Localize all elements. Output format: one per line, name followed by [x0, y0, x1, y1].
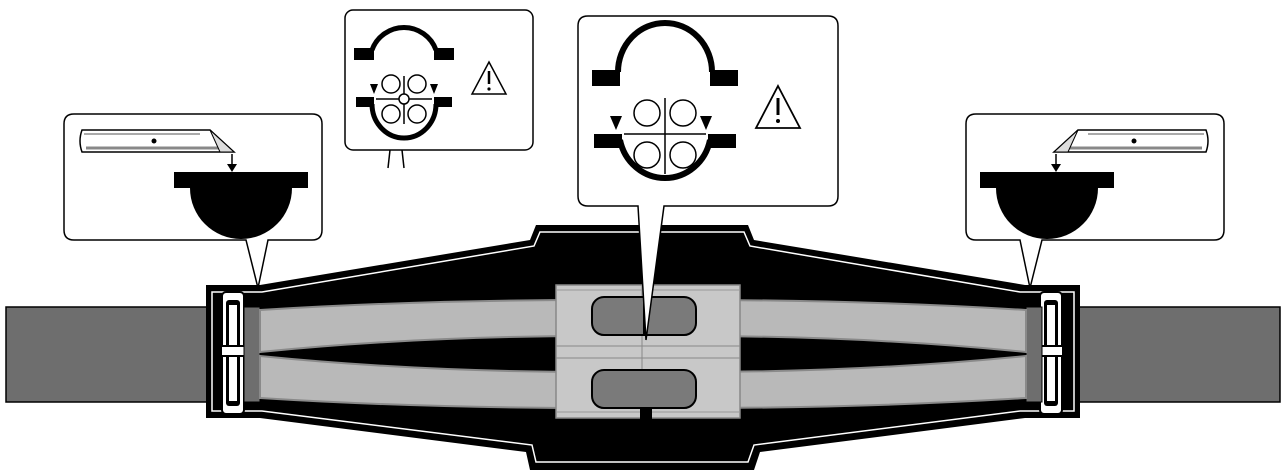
utility-knife-icon [1052, 129, 1209, 153]
lower-connector [591, 369, 697, 409]
left-end-clamp [220, 291, 246, 415]
right-cores [689, 298, 1027, 410]
core-cross-section-icon [592, 20, 738, 181]
down-arrow-icon [227, 154, 237, 172]
cut-cable-cross-section-icon [174, 172, 308, 239]
core-cross-section-icon [354, 24, 454, 141]
warning-icon [470, 60, 508, 95]
down-arrow-icon [1051, 154, 1061, 172]
utility-knife-icon [79, 129, 236, 153]
small-top-inset [344, 9, 534, 151]
left-inset [63, 113, 323, 289]
right-inset [965, 113, 1225, 289]
right-end-clamp [1038, 291, 1064, 415]
left-cable [5, 306, 213, 403]
center-inset [577, 15, 839, 341]
cut-cable-cross-section-icon [980, 172, 1114, 239]
warning-icon [754, 84, 802, 129]
splice-assembly [5, 149, 1281, 470]
right-cable [1071, 306, 1281, 403]
